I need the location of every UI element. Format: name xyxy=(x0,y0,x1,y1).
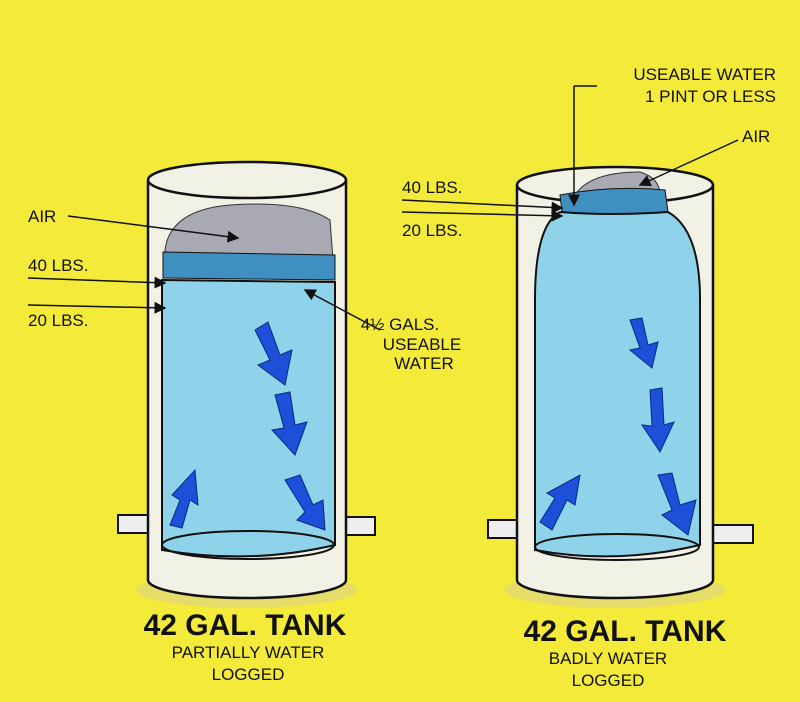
left-tank: AIR 40 LBS. 20 LBS. 4½ GALS. USEABLE WAT… xyxy=(27,160,461,684)
tank-title: 42 GAL. TANK xyxy=(144,609,347,642)
upper-pressure-label: 40 LBS. xyxy=(402,178,463,197)
outlet-pipe xyxy=(707,524,754,544)
air-label: AIR xyxy=(28,207,56,226)
tank-top xyxy=(146,160,348,200)
tank-title: 42 GAL. TANK xyxy=(524,615,727,648)
arrow-icon xyxy=(539,474,581,531)
useable-water-label: WATER xyxy=(394,354,454,373)
arrow-icon xyxy=(284,474,326,531)
arrow-icon xyxy=(254,321,293,386)
upper-pressure-label: 40 LBS. xyxy=(28,256,89,275)
arrow-icon xyxy=(657,472,697,536)
tank-caption: PARTIALLY WATER xyxy=(172,643,325,662)
tank-caption: LOGGED xyxy=(212,665,285,684)
flow-arrows xyxy=(539,317,697,536)
arrow-icon xyxy=(640,387,675,454)
lower-pressure-label: 20 LBS. xyxy=(402,221,463,240)
compressed-band xyxy=(162,251,336,281)
useable-water-label: USEABLE WATER xyxy=(633,65,776,84)
air-label: AIR xyxy=(742,127,770,146)
air-pocket xyxy=(164,203,334,261)
flow-arrows xyxy=(169,321,326,531)
arrow-icon xyxy=(271,391,308,456)
useable-water-label: 1 PINT OR LESS xyxy=(645,87,776,106)
arrow-icon xyxy=(628,317,659,369)
useable-water-label: 4½ GALS. xyxy=(361,315,439,334)
useable-water-label: USEABLE xyxy=(383,335,461,354)
right-tank: USEABLE WATER 1 PINT OR LESS AIR 40 LBS.… xyxy=(401,65,776,690)
compressed-band xyxy=(559,187,669,215)
water xyxy=(534,210,701,558)
lower-pressure-label: 20 LBS. xyxy=(28,311,89,330)
tank-caption: LOGGED xyxy=(572,671,645,690)
arrow-icon xyxy=(169,468,199,529)
tank-caption: BADLY WATER xyxy=(549,649,667,668)
